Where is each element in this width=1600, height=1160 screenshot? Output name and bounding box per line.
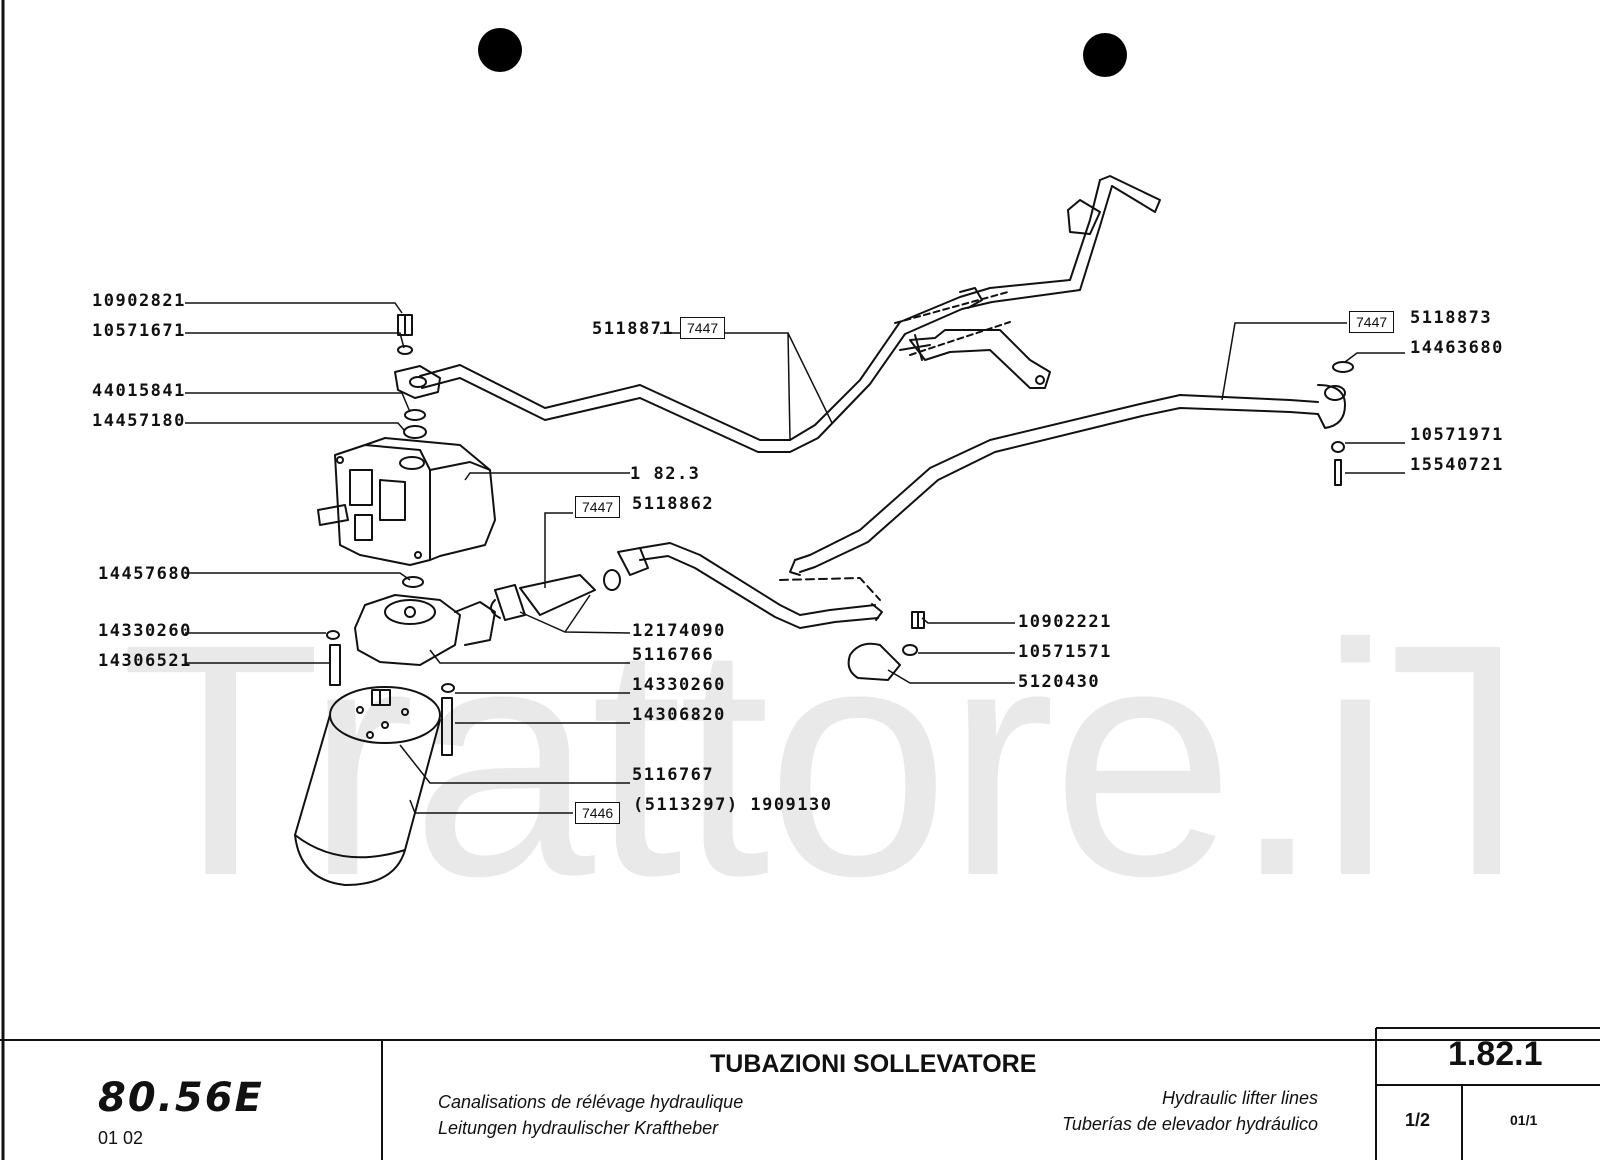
punch-hole-left (478, 28, 522, 72)
part-label: 5118873 (1410, 308, 1493, 328)
group-ref-box: 7447 (1349, 311, 1395, 333)
part-label: 14330260 (632, 675, 726, 695)
group-ref-box: 7447 (680, 317, 726, 339)
revision-code: 01/1 (1510, 1112, 1538, 1128)
part-label: 1 82.3 (630, 464, 701, 484)
subtitle-en: Hydraulic lifter lines (1161, 1088, 1318, 1108)
model-sub: 01 02 (98, 1128, 144, 1148)
part-label: 5118871 (592, 319, 675, 339)
part-label: 10902221 (1018, 612, 1112, 632)
part-label: 14457180 (92, 411, 186, 431)
part-label: 5120430 (1018, 672, 1101, 692)
hydraulic-pump (317, 437, 496, 566)
pipe-return (639, 542, 883, 629)
subtitle-es: Tuberías de elevador hydráulico (1062, 1114, 1318, 1134)
part-label: 5118862 (632, 494, 715, 514)
bolt-set-right (1331, 361, 1354, 486)
subtitle-de: Leitungen hydraulischer Kraftheber (438, 1118, 719, 1138)
pipe-clamp-5120430 (847, 611, 925, 681)
watermark: Trattore.iT (120, 625, 1500, 895)
part-label: 5116767 (632, 765, 715, 785)
part-label: 15540721 (1410, 455, 1504, 475)
part-label: 5116766 (632, 645, 715, 665)
part-label: 14457680 (98, 564, 192, 584)
bracket-upper (894, 291, 1051, 389)
part-label: (5113297) 1909130 (633, 795, 833, 815)
part-label: 14306820 (632, 705, 726, 725)
filter-head (326, 576, 496, 756)
part-label: 10571971 (1410, 425, 1504, 445)
pipe-5118873 (789, 384, 1346, 576)
group-ref-box: 7447 (575, 496, 621, 518)
model-code: 80.56E (98, 1075, 264, 1121)
part-label: 14463680 (1410, 338, 1504, 358)
pipe-5118871 (419, 175, 1161, 453)
part-label: 10902821 (92, 291, 186, 311)
part-label: 10571571 (1018, 642, 1112, 662)
hose-5118862 (490, 547, 649, 621)
punch-hole-right (1083, 33, 1127, 77)
part-label: 10571671 (92, 321, 186, 341)
group-ref-box: 7446 (575, 802, 621, 824)
oil-filter-cartridge (294, 686, 441, 886)
page-number: 1/2 (1405, 1110, 1431, 1130)
part-label: 14306521 (98, 651, 192, 671)
part-label: 44015841 (92, 381, 186, 401)
part-label: 12174090 (632, 621, 726, 641)
title-block-frame (0, 1027, 1600, 1160)
pipe-flange-left (394, 314, 441, 439)
part-label: 14330260 (98, 621, 192, 641)
page-title: TUBAZIONI SOLLEVATORE (710, 1050, 1037, 1078)
section-reference: 1.82.1 (1448, 1035, 1543, 1073)
subtitle-fr: Canalisations de rélévage hydraulique (438, 1092, 744, 1112)
